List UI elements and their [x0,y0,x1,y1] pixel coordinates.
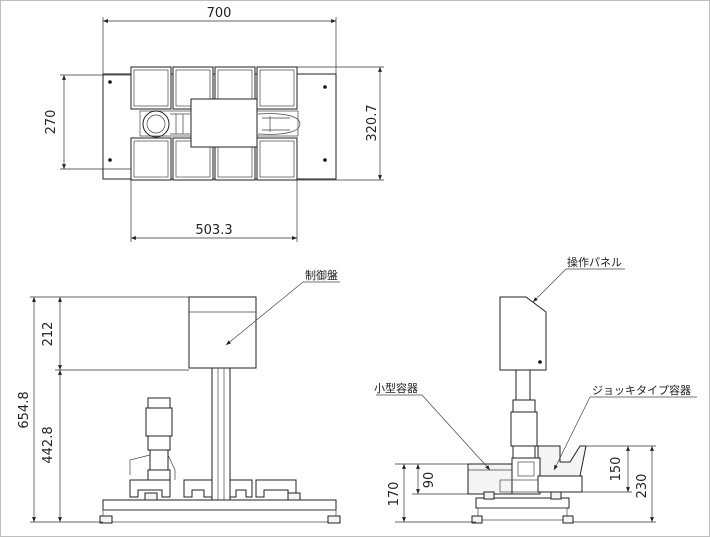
side-operation-panel [499,296,547,371]
dim-depth-inner: 270 [44,110,59,135]
front-motor-stack [129,397,176,481]
dim-height-total: 654.8 [17,391,32,428]
dim-height-small-inner: 90 [422,472,437,489]
front-containers [129,479,297,498]
side-view: 操作パネル 小型容器 ジョッキタイプ容器 170 90 150 230 [374,255,697,524]
dim-depth-overall: 320.7 [365,104,380,141]
dim-width-base: 503.3 [195,223,232,238]
dim-height-small: 170 [387,482,402,507]
callout-operation-panel: 操作パネル [567,255,622,269]
dim-height-jockey: 230 [635,474,650,499]
callout-small-container: 小型容器 [374,381,418,395]
dim-height-jockey-inner: 150 [609,457,624,482]
top-view: 700 503.3 270 320.7 [44,6,384,242]
front-control-box [188,296,257,369]
dim-width-overall: 700 [207,6,232,21]
side-jockey-container [537,445,587,477]
top-control-box [190,98,258,148]
dim-height-upper: 212 [41,322,56,347]
front-base [102,499,337,511]
front-pole [211,367,231,501]
side-small-container [467,463,513,495]
side-pole [515,369,531,401]
front-view: 制御盤 212 442.8 654.8 [17,268,341,524]
callout-control-panel: 制御盤 [305,268,338,282]
top-mechanism [139,98,301,148]
callout-jockey-container: ジョッキタイプ容器 [592,383,691,397]
dim-height-lower: 442.8 [41,426,56,463]
top-container-row-upper [130,66,298,110]
